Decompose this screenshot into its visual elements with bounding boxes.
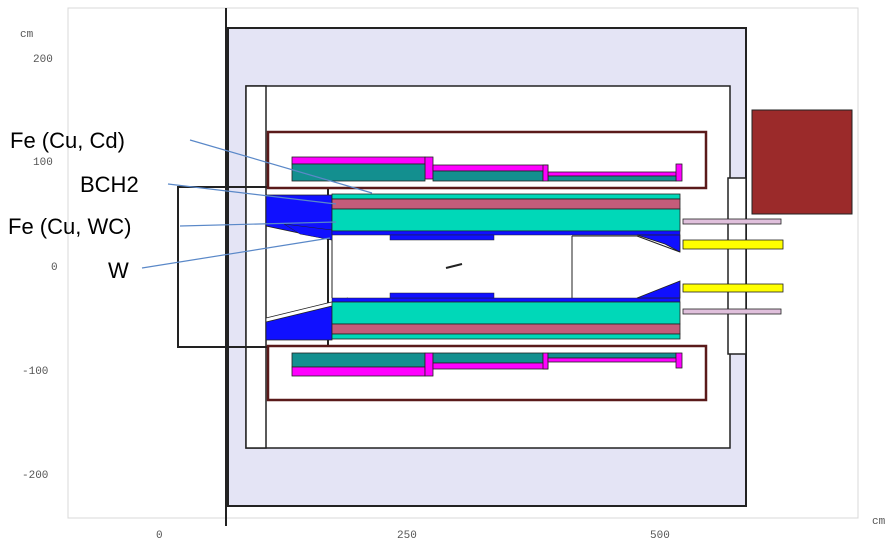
upper-magenta-bar-3	[432, 164, 549, 172]
upper-teal-bar-2	[432, 170, 544, 182]
x-tick-0: 0	[156, 530, 163, 542]
x-tick-500: 500	[650, 530, 670, 542]
upper-blue-strip	[331, 230, 681, 236]
lower-right-blue-wedge	[636, 280, 681, 299]
arrow-bch2	[167, 183, 337, 205]
right-slab	[727, 177, 747, 355]
y-tick-0: 0	[51, 262, 58, 274]
upper-small-block	[542, 164, 549, 182]
y-tick-200: 200	[33, 54, 53, 66]
upper-magenta-end	[675, 163, 683, 182]
upper-blue-small	[389, 234, 495, 241]
rod-lavender-bottom	[682, 308, 782, 315]
upper-magenta-bar-4	[547, 171, 681, 177]
rod-lavender-top	[682, 218, 782, 225]
lower-magenta-bar-2	[424, 352, 434, 377]
lower-fe-cu-cd-layer	[331, 333, 681, 340]
red-block	[751, 109, 853, 215]
lower-bch2-layer	[331, 323, 681, 335]
upper-bch2-layer	[331, 198, 681, 210]
lower-blue-strip	[331, 297, 681, 303]
x-tick-250: 250	[397, 530, 417, 542]
lower-magenta-end	[675, 352, 683, 369]
lower-teal-bar-1	[291, 352, 426, 368]
label-w: W	[108, 258, 129, 283]
lower-fe-cu-wc-layer	[331, 301, 681, 325]
left-slab	[245, 85, 267, 449]
rod-yellow-top	[682, 239, 784, 250]
upper-teal-bar-1	[291, 163, 426, 182]
lower-blue-small	[389, 292, 495, 299]
cavity-center-dash	[445, 263, 463, 269]
arrow-w	[141, 237, 331, 269]
label-fe-cu-wc: Fe (Cu, WC)	[8, 214, 131, 239]
upper-teal-bar-3	[547, 175, 677, 182]
lower-magenta-bar-4	[547, 357, 681, 363]
arrow-fe-cu-cd	[189, 139, 373, 194]
upper-magenta-bar-1	[291, 156, 426, 165]
label-fe-cu-cd: Fe (Cu, Cd)	[10, 128, 125, 153]
x-unit-label: cm	[872, 516, 886, 528]
lower-magenta-bar-3	[432, 362, 549, 370]
upper-fe-cu-cd-layer	[331, 193, 681, 200]
y-unit-label: cm	[20, 29, 34, 41]
upper-fe-cu-wc-layer	[331, 208, 681, 232]
y-tick-minus-100: -100	[22, 366, 48, 378]
y-tick-100: 100	[33, 157, 53, 169]
left-frame-box	[177, 186, 329, 348]
lower-magenta-bar-1	[291, 366, 426, 377]
lower-teal-bar-3	[547, 352, 677, 359]
upper-magenta-bar-2	[424, 156, 434, 180]
upper-inner-line	[636, 235, 681, 253]
arrow-fe-cu-wc	[179, 221, 337, 227]
y-tick-minus-200: -200	[22, 470, 48, 482]
lower-teal-bar-2	[432, 352, 544, 364]
rod-yellow-bottom	[682, 283, 784, 293]
label-bch2: BCH2	[80, 172, 139, 197]
lower-small-block	[542, 352, 549, 370]
